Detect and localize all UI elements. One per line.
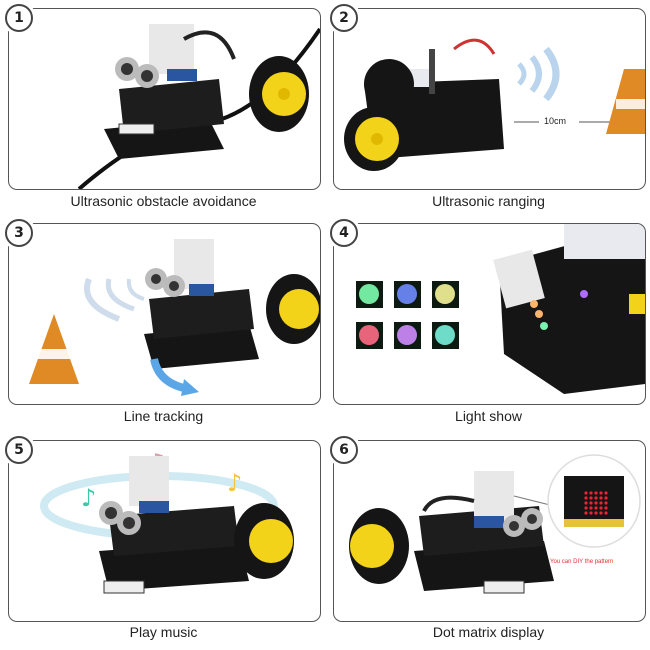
robot-car-image <box>77 24 320 189</box>
robot-car-image: ♪ ♫ ♪ <box>40 450 294 594</box>
panel-ultrasonic-ranging: 10cm <box>333 8 646 190</box>
svg-text:♪: ♪ <box>227 469 242 497</box>
panel-play-music: ♪ ♫ ♪ <box>8 440 321 622</box>
diy-note: You can DIY the pattern <box>550 559 614 565</box>
step-badge: 5 <box>5 436 33 464</box>
step-badge: 1 <box>5 4 33 32</box>
caption: Ultrasonic obstacle avoidance <box>70 193 257 209</box>
led-light-image <box>356 224 645 394</box>
step-badge: 3 <box>5 219 33 247</box>
caption: Light show <box>455 408 522 424</box>
robot-car-image <box>29 239 320 396</box>
panel-light-show <box>333 223 646 405</box>
caption: Dot matrix display <box>432 624 545 640</box>
step-badge: 2 <box>330 4 358 32</box>
panel-line-tracking <box>8 223 321 405</box>
svg-text:♪: ♪ <box>81 484 96 512</box>
distance-label: 10cm <box>544 116 567 126</box>
robot-car-image <box>344 38 645 171</box>
step-badge: 6 <box>330 436 358 464</box>
caption: Line tracking <box>123 408 204 424</box>
caption: Play music <box>129 624 198 640</box>
caption: Ultrasonic ranging <box>432 193 545 209</box>
panel-obstacle-avoidance <box>8 8 321 190</box>
step-badge: 4 <box>330 219 358 247</box>
robot-car-image <box>349 454 641 594</box>
panel-dot-matrix-display: You can DIY the pattern <box>333 440 646 622</box>
